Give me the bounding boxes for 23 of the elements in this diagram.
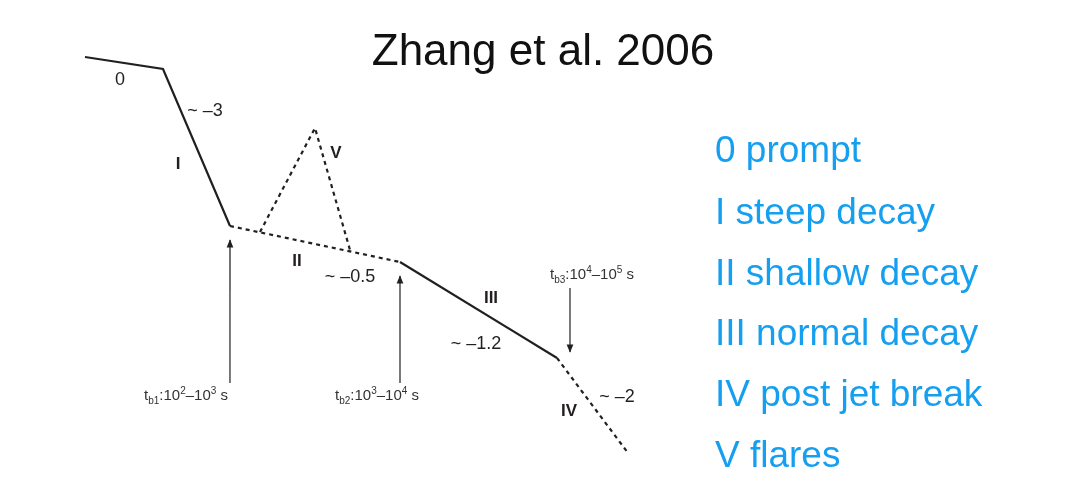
segment-numeral: I	[175, 154, 181, 174]
slope-label: ~ –0.5	[324, 267, 376, 287]
leader-line	[396, 275, 404, 384]
segment-numeral: IV	[560, 401, 578, 421]
phase-description: 0 prompt	[715, 129, 861, 171]
phase-description: II shallow decay	[715, 252, 979, 294]
break-time-label: t$_{b1}$:10$^{2}$–10$^{3}$ s	[142, 383, 230, 409]
phase-description: V flares	[715, 434, 841, 476]
slope-label: 0	[115, 70, 125, 90]
segment-numeral: V	[330, 143, 342, 163]
leader-line	[566, 287, 574, 353]
leader-line	[226, 239, 234, 384]
break-time-label: t$_{b2}$:10$^{3}$–10$^{4}$ s	[333, 383, 421, 409]
phase-description: I steep decay	[715, 191, 936, 233]
segment-numeral: II	[292, 251, 302, 271]
phase-description: IV post jet break	[715, 373, 983, 415]
slope-label: ~ –2	[599, 387, 635, 407]
segment-numeral: III	[483, 288, 499, 308]
break-time-label: t$_{b3}$:10$^{4}$–10$^{5}$ s	[548, 262, 636, 288]
phase-description: III normal decay	[715, 312, 979, 354]
title: Zhang et al. 2006	[371, 25, 715, 75]
slope-label: ~ –1.2	[450, 334, 502, 354]
slope-label: ~ –3	[187, 101, 223, 121]
